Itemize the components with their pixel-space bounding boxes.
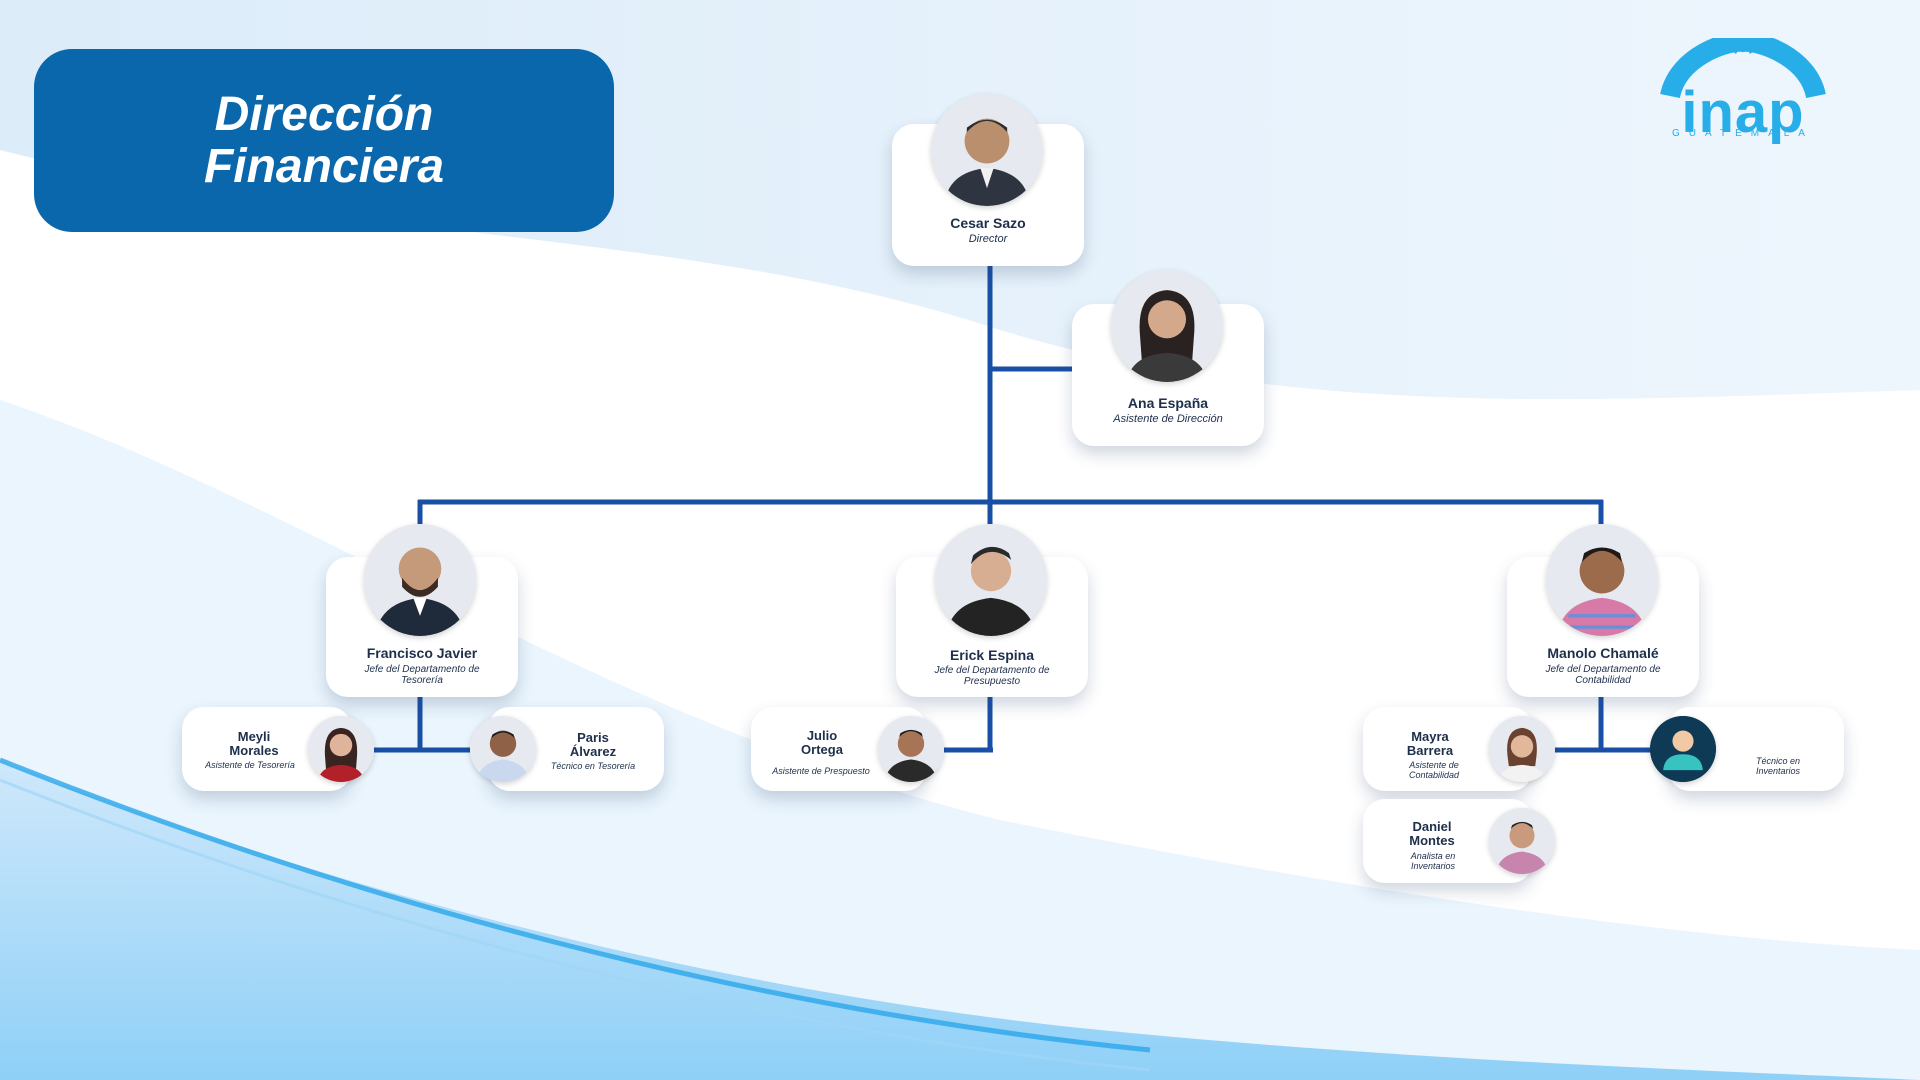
name-tesoreria-asistente: Meyli Morales: [229, 729, 279, 758]
user-placeholder-icon: [1650, 716, 1716, 782]
avatar-icon: [364, 524, 476, 636]
photo-contabilidad-jefe: [1546, 524, 1658, 636]
avatar-icon: [308, 716, 374, 782]
title-line-2: Financiera: [203, 139, 445, 193]
name-presupuesto-jefe: Erick Espina: [949, 647, 1035, 663]
photo-presupuesto-asistente: [878, 716, 944, 782]
avatar-icon: [1489, 716, 1555, 782]
avatar-icon: [470, 716, 536, 782]
role-director: Director: [968, 233, 1008, 245]
photo-inventarios-tecnico: [1650, 716, 1716, 782]
role-inventarios-analista: Analista en Inventarios: [1410, 851, 1456, 871]
photo-director: [931, 94, 1043, 206]
logo-subtitle: GUATEMALA: [1672, 128, 1814, 139]
photo-tesoreria-jefe: [364, 524, 476, 636]
avatar-icon: [1111, 270, 1223, 382]
name-presupuesto-asistente: Julio Ortega: [801, 728, 843, 757]
name-director: Cesar Sazo: [950, 215, 1026, 231]
avatar-icon: [935, 524, 1047, 636]
role-presupuesto-asistente: Asistente de Prespuesto: [772, 766, 870, 776]
name-contabilidad-jefe: Manolo Chamalé: [1547, 645, 1659, 661]
role-asistente-direccion: Asistente de Dirección: [1113, 413, 1223, 425]
role-contabilidad-jefe: Jefe del Departamento de Contabilidad: [1545, 664, 1661, 686]
photo-tesoreria-tecnico: [470, 716, 536, 782]
title-line-1: Dirección: [214, 87, 434, 141]
name-tesoreria-tecnico: Paris Álvarez: [569, 730, 617, 759]
role-presupuesto-jefe: Jefe del Departamento de Presupuesto: [934, 665, 1050, 687]
role-tesoreria-asistente: Asistente de Tesorería: [205, 760, 295, 770]
page-title: Dirección Financiera: [34, 49, 614, 232]
name-asistente-direccion: Ana España: [1127, 395, 1209, 411]
avatar-icon: [1489, 808, 1555, 874]
logo-word: inap: [1681, 80, 1805, 145]
name-contabilidad-asistente: Mayra Barrera: [1406, 729, 1454, 758]
name-tesoreria-jefe: Francisco Javier: [366, 645, 478, 661]
avatar-icon: [878, 716, 944, 782]
photo-asistente-direccion: [1111, 270, 1223, 382]
role-inventarios-tecnico: Técnico en Inventarios: [1755, 756, 1801, 776]
avatar-icon: [1546, 524, 1658, 636]
photo-presupuesto-jefe: [935, 524, 1047, 636]
logo-arch-icon: [1660, 38, 1826, 98]
role-tesoreria-tecnico: Técnico en Tesorería: [550, 761, 636, 771]
photo-inventarios-analista: [1489, 808, 1555, 874]
avatar-icon: [931, 94, 1043, 206]
photo-contabilidad-asistente: [1489, 716, 1555, 782]
inap-logo: inap GUATEMALA: [1648, 38, 1838, 142]
name-inventarios-analista: Daniel Montes: [1409, 819, 1455, 848]
role-contabilidad-asistente: Asistente de Contabilidad: [1408, 760, 1460, 780]
photo-tesoreria-asistente: [308, 716, 374, 782]
role-tesoreria-jefe: Jefe del Departamento de Tesorería: [364, 664, 480, 686]
